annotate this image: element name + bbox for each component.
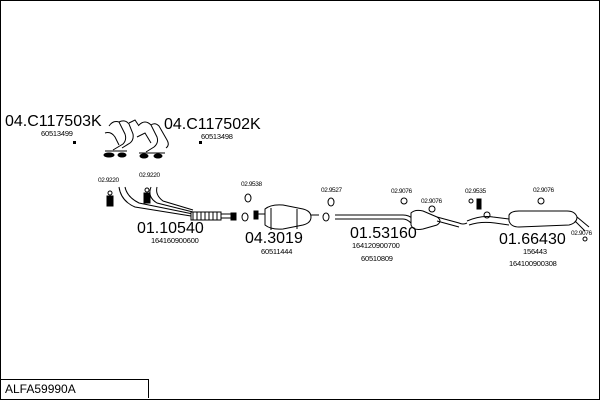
fitting-f1-label: 02.9220 bbox=[98, 177, 119, 184]
manifold-left-part[interactable] bbox=[103, 119, 140, 158]
fitting-f3-gasket[interactable] bbox=[241, 193, 252, 222]
fitting-f5-label: 02.9076 bbox=[391, 188, 412, 195]
fitting-f9-label: 02.9076 bbox=[571, 230, 592, 237]
fitting-f6-hanger[interactable] bbox=[428, 205, 436, 213]
front-pipe-number: 01.10540 bbox=[137, 220, 204, 237]
fitting-f6-label: 02.9076 bbox=[421, 198, 442, 205]
rear-silencer-part[interactable] bbox=[466, 210, 590, 232]
rear-silencer-number: 01.66430 bbox=[499, 231, 566, 248]
fitting-f2-clamp[interactable] bbox=[143, 187, 151, 204]
rear-silencer-oe2: 164100900308 bbox=[509, 259, 557, 268]
middle-silencer-oe2: 60510809 bbox=[361, 254, 393, 263]
fitting-f4-gasket[interactable] bbox=[322, 197, 335, 222]
middle-silencer-number: 01.53160 bbox=[350, 225, 417, 242]
fitting-f8-hanger[interactable] bbox=[537, 197, 545, 205]
front-pipe-oe: 164160900600 bbox=[151, 236, 199, 245]
fitting-f4-label: 02.9527 bbox=[321, 187, 342, 194]
manifold-left-oe: 60513499 bbox=[41, 129, 73, 138]
fitting-f3-label: 02.9538 bbox=[241, 181, 262, 188]
front-pipe-part[interactable] bbox=[118, 186, 237, 221]
fitting-f5-hanger[interactable] bbox=[400, 197, 408, 205]
manifold-right-number: 04.C117502K bbox=[164, 116, 261, 133]
fitting-f8-label: 02.9076 bbox=[533, 187, 554, 194]
catalyst-number: 04.3019 bbox=[245, 230, 303, 247]
diagram-title: ALFA59990A bbox=[1, 379, 149, 398]
fitting-f7-label: 02.9535 bbox=[465, 188, 486, 195]
fitting-f1-clamp[interactable] bbox=[106, 190, 114, 207]
rear-silencer-oe: 156443 bbox=[523, 247, 547, 256]
middle-silencer-part[interactable] bbox=[335, 209, 468, 230]
catalyst-part[interactable] bbox=[253, 204, 319, 230]
manifold-left-number: 04.C117503K bbox=[5, 113, 102, 130]
manifold-right-oe: 60513498 bbox=[201, 132, 233, 141]
middle-silencer-oe: 164120900700 bbox=[352, 241, 400, 250]
fitting-f2-label: 02.9220 bbox=[139, 172, 160, 179]
manifold-right-part[interactable] bbox=[136, 121, 169, 159]
catalyst-oe: 60511444 bbox=[261, 247, 293, 256]
fitting-f7-clamp[interactable] bbox=[468, 198, 491, 219]
fitting-f9-hanger[interactable] bbox=[582, 236, 588, 242]
